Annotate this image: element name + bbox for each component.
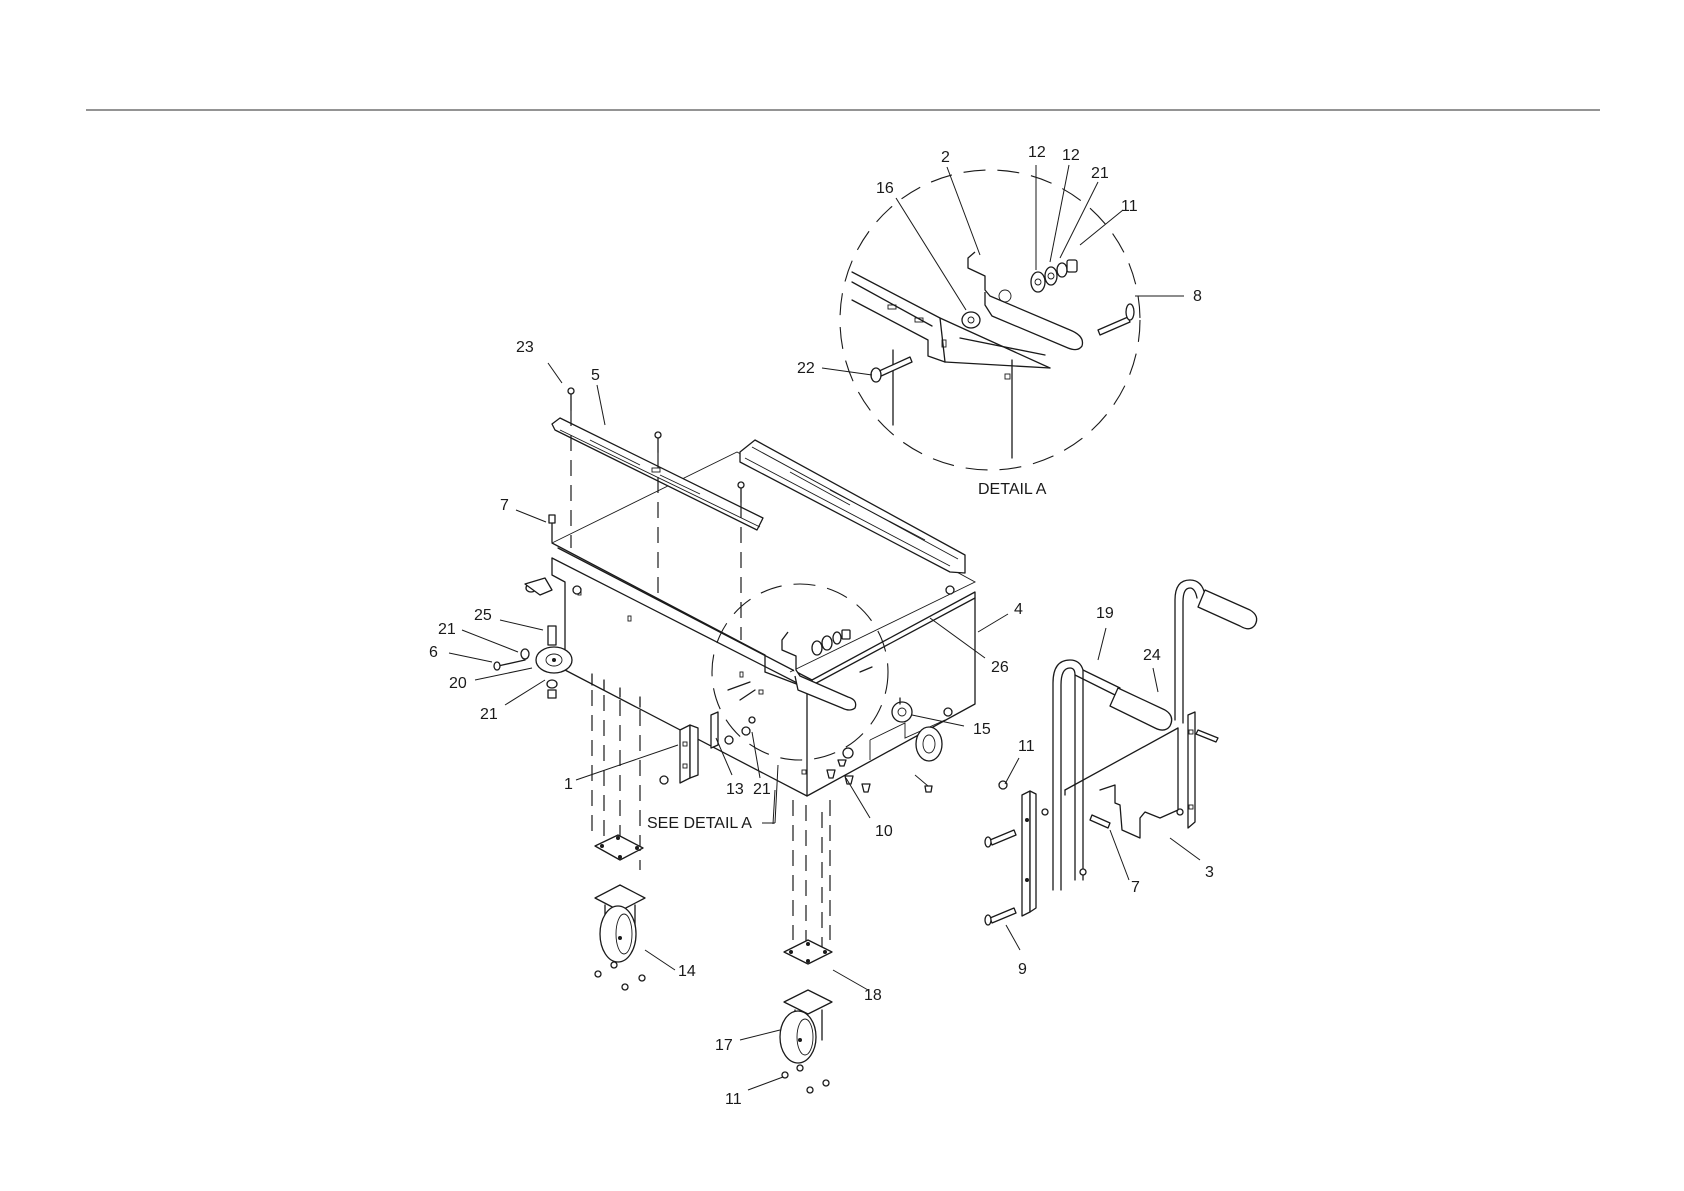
callout-19: 19 bbox=[1096, 605, 1114, 622]
callout-12: 12 bbox=[1028, 144, 1046, 161]
detail-a-title: DETAIL A bbox=[978, 481, 1047, 498]
callout-10: 10 bbox=[875, 823, 893, 840]
callout-22: 22 bbox=[797, 360, 815, 377]
callout-labels: 23 5 7 25 21 6 20 21 1 13 21 14 17 11 18… bbox=[429, 144, 1214, 1108]
callout-1: 1 bbox=[564, 776, 573, 793]
detail-a-boundary-circle bbox=[840, 170, 1140, 470]
callout-25: 25 bbox=[474, 607, 492, 624]
cart-frame bbox=[552, 440, 975, 796]
callout-18: 18 bbox=[864, 987, 882, 1004]
callout-21: 21 bbox=[1091, 165, 1109, 182]
callout-11: 11 bbox=[1018, 738, 1035, 755]
callout-14: 14 bbox=[678, 963, 696, 980]
callout-21: 21 bbox=[438, 621, 456, 638]
callout-2: 2 bbox=[941, 149, 950, 166]
callout-11: 11 bbox=[1121, 198, 1138, 215]
callout-16: 16 bbox=[876, 180, 894, 197]
see-detail-a-label: SEE DETAIL A bbox=[647, 815, 752, 832]
caster-left bbox=[595, 835, 645, 990]
caster-center bbox=[780, 940, 832, 1093]
callout-20: 20 bbox=[449, 675, 467, 692]
callout-12: 12 bbox=[1062, 147, 1080, 164]
callout-15: 15 bbox=[973, 721, 991, 738]
callout-24: 24 bbox=[1143, 647, 1161, 664]
callout-7: 7 bbox=[500, 497, 509, 514]
callout-17: 17 bbox=[715, 1037, 733, 1054]
callout-9: 9 bbox=[1018, 961, 1027, 978]
callout-4: 4 bbox=[1014, 601, 1023, 618]
callout-3: 3 bbox=[1205, 864, 1214, 881]
callout-11: 11 bbox=[725, 1091, 742, 1108]
callout-7: 7 bbox=[1131, 879, 1140, 896]
callout-23: 23 bbox=[516, 339, 534, 356]
callout-5: 5 bbox=[591, 367, 600, 384]
callout-21: 21 bbox=[753, 781, 771, 798]
callout-6: 6 bbox=[429, 644, 438, 661]
callout-13: 13 bbox=[726, 781, 744, 798]
callout-8: 8 bbox=[1193, 288, 1202, 305]
callout-26: 26 bbox=[991, 659, 1009, 676]
detail-a-view bbox=[840, 170, 1140, 470]
callout-21: 21 bbox=[480, 706, 498, 723]
side-wheel-assembly bbox=[494, 515, 572, 698]
frame-fasteners bbox=[573, 586, 954, 716]
front-bracket-assembly bbox=[660, 690, 755, 784]
